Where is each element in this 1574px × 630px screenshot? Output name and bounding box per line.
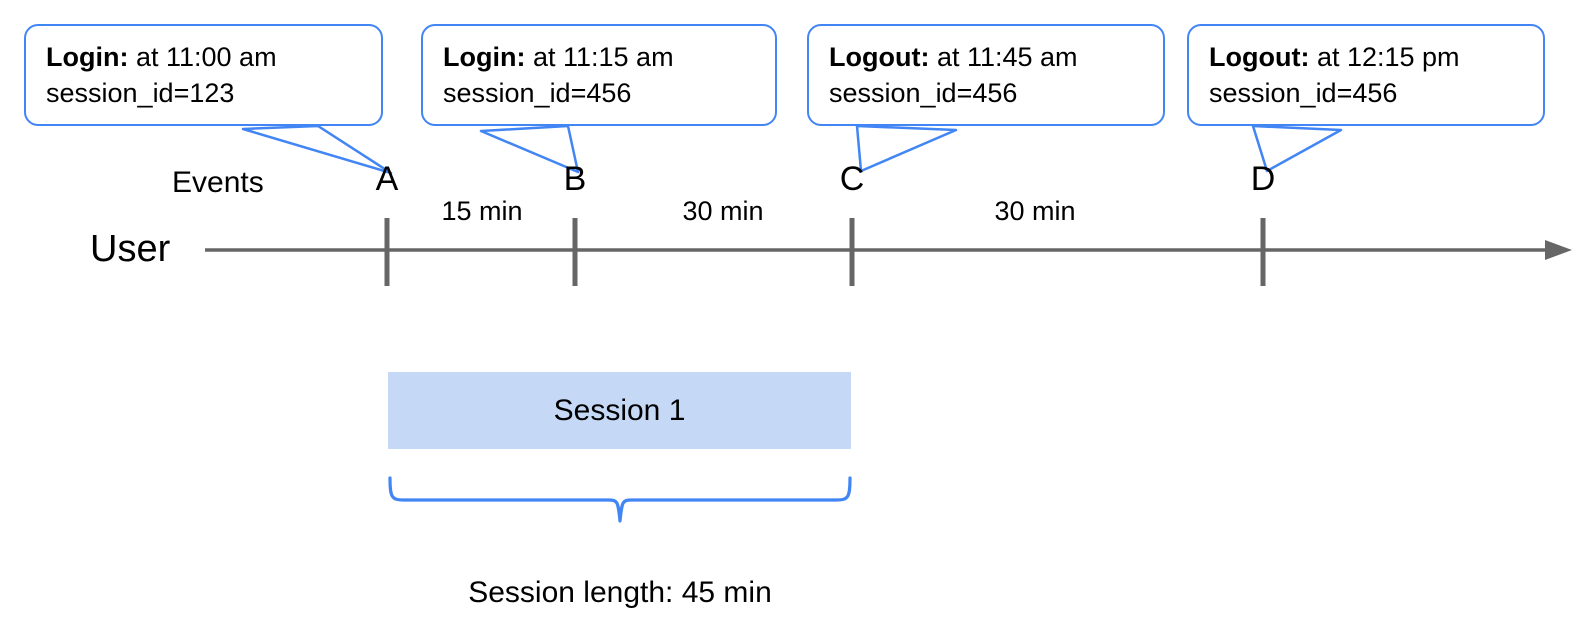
callout-tail-c [855, 124, 958, 173]
callout-tail-d [1251, 124, 1343, 173]
session-bar: Session 1 [388, 372, 851, 449]
session-brace [388, 476, 852, 523]
timeline-arrowhead [1545, 240, 1572, 260]
callout-time-label: at 11:15 am [525, 42, 674, 72]
event-marker-a: A [375, 160, 399, 198]
callout-event-label: Login: [46, 42, 129, 72]
row-label-events: Events [172, 166, 264, 199]
callout-session-id: session_id=456 [443, 77, 632, 108]
callout-box-a: Login: at 11:00 am session_id=123 [24, 24, 383, 126]
callout-time-label: at 12:15 pm [1309, 42, 1460, 72]
event-marker-d: D [1250, 160, 1276, 198]
callout-event-label: Logout: [1209, 42, 1310, 72]
interval-label-b-c: 30 min [682, 196, 764, 226]
callout-session-id: session_id=123 [46, 77, 235, 108]
callout-session-id: session_id=456 [829, 77, 1018, 108]
callout-session-id: session_id=456 [1209, 77, 1398, 108]
callout-tail-a [241, 124, 393, 175]
row-label-user: User [90, 228, 171, 270]
event-marker-c: C [839, 160, 865, 198]
session-bar-label: Session 1 [553, 393, 686, 427]
interval-label-a-b: 15 min [441, 196, 523, 226]
callout-tail-b [479, 124, 580, 174]
callout-box-d: Logout: at 12:15 pm session_id=456 [1187, 24, 1545, 126]
callout-event-label: Login: [443, 42, 526, 72]
session-length-caption: Session length: 45 min [468, 576, 772, 609]
callout-box-c: Logout: at 11:45 am session_id=456 [807, 24, 1165, 126]
callout-event-label: Logout: [829, 42, 930, 72]
callout-time-label: at 11:00 am [128, 42, 277, 72]
interval-label-c-d: 30 min [994, 196, 1076, 226]
callout-box-b: Login: at 11:15 am session_id=456 [421, 24, 777, 126]
event-marker-b: B [563, 160, 587, 198]
callout-time-label: at 11:45 am [929, 42, 1078, 72]
